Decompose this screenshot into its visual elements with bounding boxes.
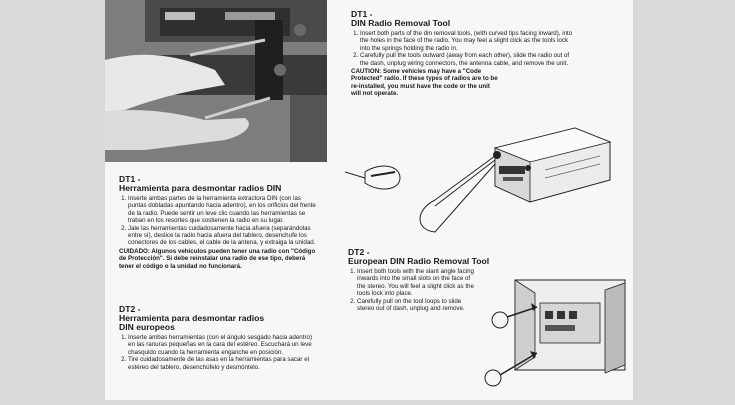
english-dt1-steps: Insert both parts of the din removal too… [351, 30, 576, 67]
english-dt1-code: DT1 - [351, 9, 373, 19]
spanish-dt1-step: Jale las herramientas cuidadosamente hac… [128, 225, 317, 247]
english-dt2-section: DT2 - European DIN Radio Removal Tool In… [348, 247, 523, 313]
english-dt1-section: DT1 - DIN Radio Removal Tool Insert both… [351, 10, 576, 98]
instruction-sheet: DT1 - Herramienta para desmontar radios … [105, 0, 633, 400]
english-dt1-step: Carefully pull the tools outward (away f… [360, 52, 576, 67]
spanish-dt2-steps: Inserte ambas herramientas (con el ángul… [119, 334, 317, 371]
din-tool-diagram [344, 120, 630, 240]
spanish-dt1-code: DT1 - [119, 174, 141, 184]
spanish-dt2-step: Inserte ambas herramientas (con el ángul… [128, 334, 317, 356]
spanish-dt2-section: DT2 - Herramienta para desmontar radios … [119, 305, 317, 371]
english-dt1-title: DIN Radio Removal Tool [351, 18, 451, 28]
spanish-dt2-title-line2: DIN europeos [119, 322, 175, 332]
english-dt2-step: Carefully pull on the tool loops to slid… [357, 298, 475, 313]
spanish-dt1-step: Inserte ambas partes de la herramienta e… [128, 195, 317, 225]
english-caution: CAUTION: Some vehicles may have a "Code … [351, 68, 498, 98]
english-dt1-step: Insert both parts of the din removal too… [360, 30, 576, 52]
english-dt2-code: DT2 - [348, 247, 370, 257]
spanish-dt2-code: DT2 - [119, 304, 141, 314]
european-din-tool-diagram [475, 275, 633, 400]
english-dt2-steps: Insert both tools with the slant angle f… [348, 268, 475, 312]
english-dt2-step: Insert both tools with the slant angle f… [357, 268, 475, 298]
spanish-caution: CUIDADO: Algunos vehículos pueden tener … [119, 247, 316, 270]
english-dt2-title: European DIN Radio Removal Tool [348, 256, 490, 266]
spanish-dt1-title: Herramienta para desmontar radios DIN [119, 183, 282, 193]
spanish-dt2-title-line1: Herramienta para desmontar radios [119, 313, 265, 323]
spanish-dt2-step: Tire cuidadosamente de las asas en la he… [128, 356, 317, 371]
spanish-dt1-section: DT1 - Herramienta para desmontar radios … [119, 175, 317, 270]
radio-removal-photo [105, 0, 327, 162]
spanish-dt1-steps: Inserte ambas partes de la herramienta e… [119, 195, 317, 247]
